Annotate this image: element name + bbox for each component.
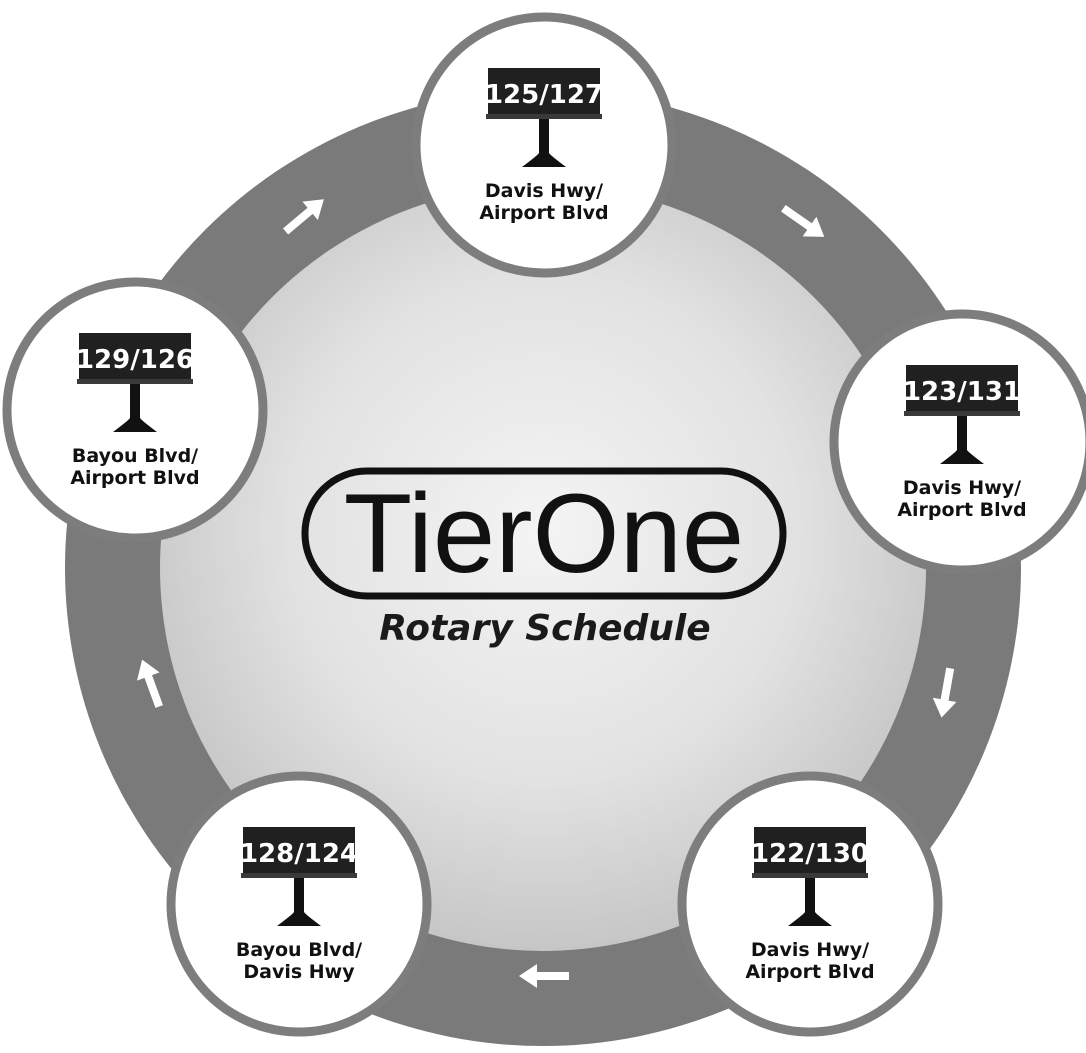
- billboard-number: 128/124: [240, 839, 358, 869]
- brand-name: TierOne: [344, 471, 744, 596]
- billboard-number: 122/130: [751, 839, 869, 869]
- location-label-line2: Airport Blvd: [745, 961, 874, 983]
- diagram-subtitle: Rotary Schedule: [379, 608, 710, 649]
- arrow-icon: [136, 659, 163, 708]
- billboard-base: [940, 450, 984, 464]
- billboard-icon: 129/126: [76, 333, 194, 432]
- location-label-line2: Airport Blvd: [897, 499, 1026, 521]
- arrow-icon: [283, 199, 324, 235]
- billboard-icon: 123/131: [903, 365, 1021, 464]
- brand-logo: TierOne: [301, 467, 787, 600]
- billboard-panel: [488, 68, 600, 114]
- location-label-line2: Davis Hwy: [243, 961, 355, 983]
- billboard-panel: [754, 827, 866, 873]
- billboard-panel: [906, 365, 1018, 411]
- billboard-panel: [79, 333, 191, 379]
- location-label-line1: Bayou Blvd/: [72, 445, 198, 467]
- billboard-icon: 125/127: [485, 68, 603, 167]
- location-label-line1: Davis Hwy/: [485, 180, 603, 202]
- billboard-ledge: [752, 873, 868, 878]
- billboard-number: 129/126: [76, 345, 194, 375]
- billboard-ledge: [77, 379, 193, 384]
- billboard-icon: 128/124: [240, 827, 358, 926]
- arrow-icon: [932, 667, 957, 718]
- arrow-icon: [519, 964, 569, 988]
- location-label-line1: Bayou Blvd/: [236, 939, 362, 961]
- billboard-ledge: [486, 114, 602, 119]
- billboard-pole: [130, 384, 140, 426]
- billboard-ledge: [241, 873, 357, 878]
- location-label-line1: Davis Hwy/: [751, 939, 869, 961]
- billboard-pole: [957, 416, 967, 458]
- billboard-base: [522, 153, 566, 167]
- arrow-icon: [781, 204, 825, 237]
- billboard-pole: [294, 878, 304, 920]
- billboard-panel: [243, 827, 355, 873]
- billboard-pole: [539, 119, 549, 161]
- direction-arrows: [136, 199, 957, 988]
- billboard-pole: [805, 878, 815, 920]
- billboard-number: 123/131: [903, 377, 1021, 407]
- center-disc: [160, 185, 926, 951]
- billboard-base: [277, 912, 321, 926]
- billboard-icon: 122/130: [751, 827, 869, 926]
- billboard-number: 125/127: [485, 80, 603, 110]
- location-label-line1: Davis Hwy/: [903, 477, 1021, 499]
- billboard-base: [113, 418, 157, 432]
- location-label-line2: Airport Blvd: [70, 467, 199, 489]
- location-label-line2: Airport Blvd: [479, 202, 608, 224]
- brand-pill: [301, 467, 787, 600]
- billboard-base: [788, 912, 832, 926]
- billboard-ledge: [904, 411, 1020, 416]
